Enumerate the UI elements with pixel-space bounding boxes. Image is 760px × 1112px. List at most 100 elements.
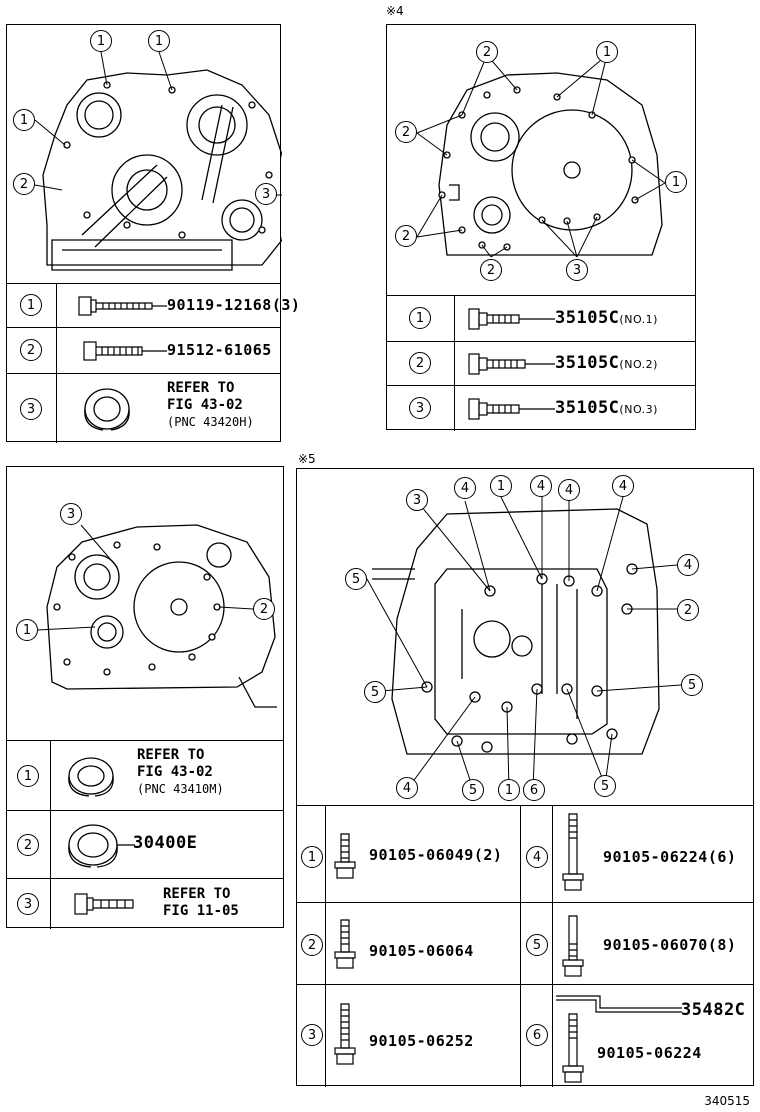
stud-bolt-icon	[334, 833, 356, 879]
callout-2: 2	[395, 121, 417, 143]
callout-6: 6	[523, 779, 545, 801]
parts-row-2: 2 91512-61065	[7, 327, 280, 373]
panel-valve-body: 3 4 1 4 4 4 4 5 2 5 5 4 5 1 6 5 1 90105-…	[296, 468, 754, 1087]
part-number: 90105-06070	[603, 936, 708, 954]
bolt-icon	[83, 341, 167, 361]
parts-row-3: 3 REFER TO FIG 43-02 (PNC 43420H)	[7, 373, 280, 443]
part-number: 90105-06224	[603, 848, 708, 866]
stud-bolt-icon	[334, 1003, 356, 1065]
note-mark: ※5	[298, 452, 316, 466]
row-number: 1	[409, 307, 431, 329]
part-variant: (NO.1)	[619, 313, 658, 326]
stud-bolt-icon	[334, 919, 356, 969]
part-number-bracket: 35482C	[681, 1000, 746, 1020]
bolt-icon	[78, 296, 167, 316]
row-number: 4	[526, 846, 548, 868]
callout-3: 3	[60, 503, 82, 525]
callout-2: 2	[253, 598, 275, 620]
row-number: 3	[409, 397, 431, 419]
callout-4: 4	[612, 475, 634, 497]
transaxle-case-illustration	[34, 51, 282, 271]
callout-1: 1	[16, 619, 38, 641]
bolt-icon	[74, 893, 134, 915]
callout-5: 5	[594, 775, 616, 797]
panel-transaxle-case-right: 2 1 2 1 2 2 3 1 35105C(NO.1) 2 35105C(NO…	[386, 24, 696, 431]
fig-reference: FIG 11-05	[163, 903, 239, 919]
panel-transaxle-case-left: 1 1 1 2 3 1 90119-12168(3) 2 91512-61065…	[6, 24, 300, 443]
callout-1: 1	[498, 779, 520, 801]
part-quantity: (6)	[707, 848, 737, 866]
row-number: 2	[409, 352, 431, 374]
part-number: 91512-61065	[167, 341, 272, 359]
parts-row-1: 1 35105C(NO.1)	[387, 295, 695, 341]
fig-reference: FIG 43-02	[137, 764, 213, 780]
callout-4: 4	[454, 477, 476, 499]
parts-row-3: 3 35105C(NO.3)	[387, 385, 695, 431]
converter-housing-illustration	[36, 524, 277, 708]
callout-5: 5	[345, 568, 367, 590]
row-number: 1	[301, 846, 323, 868]
refer-to-text: REFER TO	[167, 380, 235, 396]
row-number: 1	[20, 294, 42, 316]
refer-to-text: REFER TO	[163, 886, 231, 902]
refer-to-text: REFER TO	[137, 747, 205, 763]
pnc-reference: (PNC 43420H)	[167, 415, 254, 429]
row-number: 1	[17, 765, 39, 787]
callout-1: 1	[665, 171, 687, 193]
callout-2: 2	[480, 259, 502, 281]
row-number: 2	[17, 834, 39, 856]
fig-reference: FIG 43-02	[167, 397, 243, 413]
parts-table: 1 90105-06049(2) 2 90105-06064 3 90105-0…	[297, 805, 753, 1087]
parts-row-3: 3 REFER TO FIG 11-05	[7, 878, 283, 929]
callout-3: 3	[406, 489, 428, 511]
part-variant: (NO.2)	[619, 358, 658, 371]
part-number: 90105-06224	[597, 1044, 702, 1062]
callout-4: 4	[558, 479, 580, 501]
oil-seal-icon	[84, 388, 130, 431]
part-quantity: (8)	[707, 936, 737, 954]
panel-converter-housing: 3 2 1 1 REFER TO FIG 43-02 (PNC 43410M) …	[6, 466, 284, 929]
callout-2: 2	[395, 225, 417, 247]
transaxle-housing-illustration	[416, 54, 666, 258]
parts-row-1: 1 REFER TO FIG 43-02 (PNC 43410M)	[7, 740, 283, 810]
stud-bolt-icon	[562, 915, 584, 977]
callout-1: 1	[13, 109, 35, 131]
callout-5: 5	[681, 674, 703, 696]
part-quantity: (3)	[271, 296, 301, 314]
part-number: 30400E	[133, 833, 198, 853]
parts-row-2: 2 30400E	[7, 810, 283, 878]
bolt-icon	[468, 353, 555, 375]
part-quantity: (2)	[473, 846, 503, 864]
callout-2: 2	[476, 41, 498, 63]
valve-body-illustration	[366, 496, 682, 790]
row-number: 5	[526, 934, 548, 956]
callout-1: 1	[90, 30, 112, 52]
row-number: 3	[20, 398, 42, 420]
callout-1: 1	[490, 475, 512, 497]
oil-seal-icon	[68, 757, 114, 797]
bolt-icon	[468, 308, 555, 330]
row-number: 6	[526, 1024, 548, 1046]
part-number: 35105C	[555, 308, 620, 328]
part-number: 90105-06064	[369, 942, 474, 960]
illustration-ref-number: 340515	[704, 1094, 750, 1108]
row-number: 2	[301, 934, 323, 956]
parts-row-2: 2 35105C(NO.2)	[387, 341, 695, 385]
callout-4: 4	[396, 777, 418, 799]
callout-1: 1	[596, 41, 618, 63]
callout-3: 3	[566, 259, 588, 281]
callout-5: 5	[364, 681, 386, 703]
callout-5: 5	[462, 779, 484, 801]
pnc-reference: (PNC 43410M)	[137, 782, 224, 796]
callout-2: 2	[13, 173, 35, 195]
part-variant: (NO.3)	[619, 403, 658, 416]
part-number: 90119-12168	[167, 296, 272, 314]
callout-2: 2	[677, 599, 699, 621]
bolt-icon	[468, 398, 555, 420]
callout-4: 4	[677, 554, 699, 576]
part-number: 90105-06049	[369, 846, 474, 864]
callout-3: 3	[255, 183, 277, 205]
part-number: 90105-06252	[369, 1032, 474, 1050]
oil-seal-icon	[68, 824, 135, 868]
row-number: 3	[301, 1024, 323, 1046]
